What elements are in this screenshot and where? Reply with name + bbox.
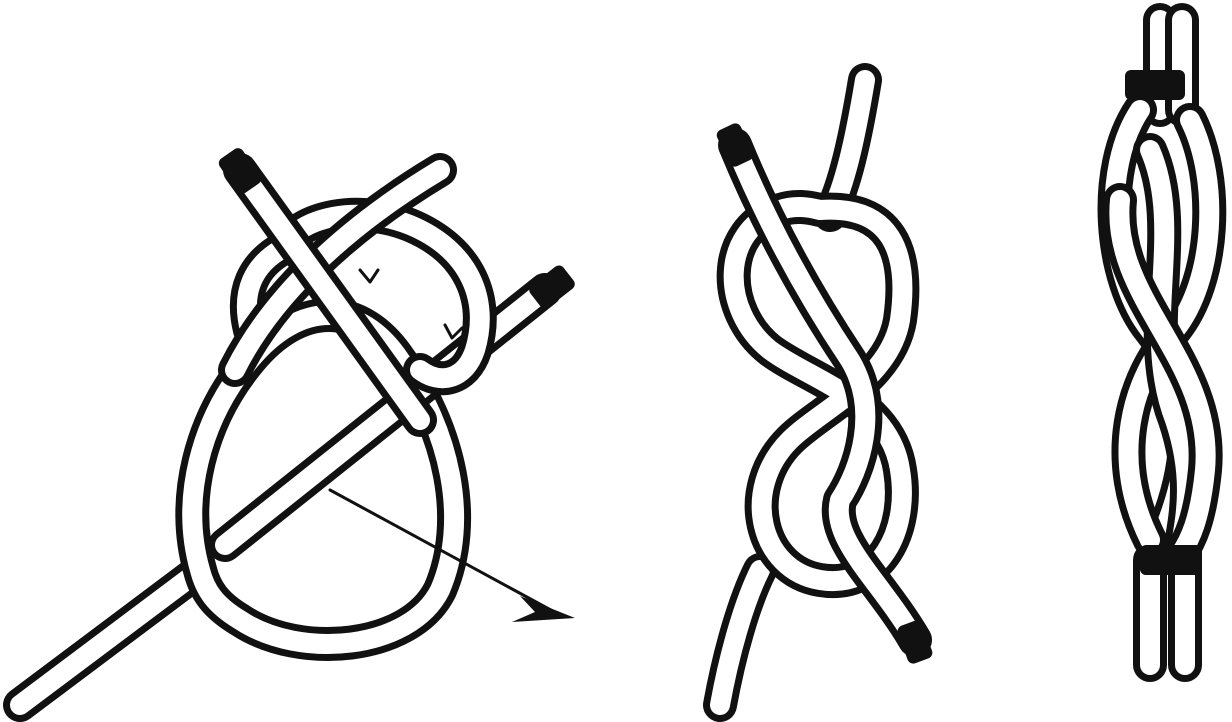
rope-end-cap-top-3	[1125, 70, 1185, 100]
rope-compact-body	[1115, 110, 1210, 555]
direction-tick-2	[445, 325, 462, 338]
panel-formed-knot	[715, 80, 934, 705]
panel-tightened-knot	[1115, 20, 1210, 665]
rope-bottom-strand	[720, 570, 760, 705]
rope-end-cap-bottom-3	[1140, 545, 1202, 575]
rope-end-cap-bottom-2	[896, 619, 934, 665]
panel-loose-knot	[20, 146, 577, 705]
rope-standing-part	[20, 570, 200, 705]
rope-bottom-strands	[1150, 560, 1185, 665]
direction-tick-1	[360, 270, 378, 282]
